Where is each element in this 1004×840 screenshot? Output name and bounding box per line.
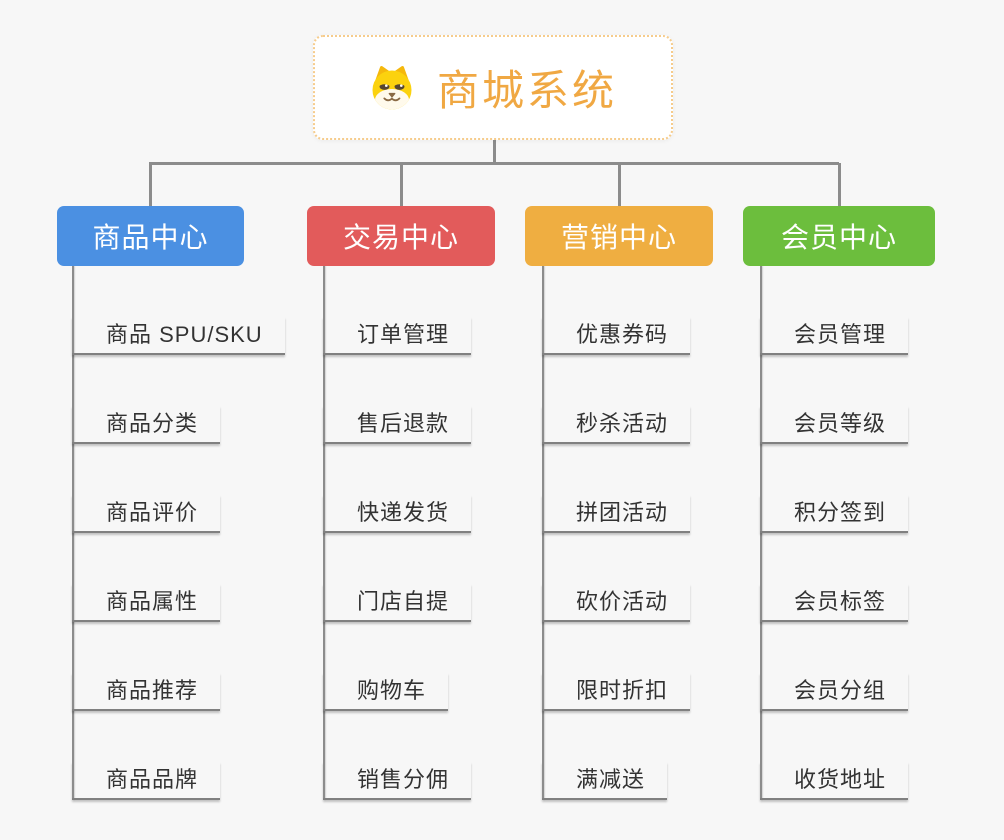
leaf-node-member-group[interactable]: 会员分组 [760,673,909,711]
connector-trunk-member [760,266,762,800]
leaf-node-product-attribute[interactable]: 商品属性 [72,584,221,622]
leaf-node-shipping-address[interactable]: 收货地址 [760,762,909,800]
leaf-node-order-management[interactable]: 订单管理 [323,317,472,355]
leaf-node-member-management[interactable]: 会员管理 [760,317,909,355]
branch-node-member-center[interactable]: 会员中心 [743,206,935,266]
branch-node-marketing-center[interactable]: 营销中心 [525,206,713,266]
leaf-node-spend-and-save[interactable]: 满减送 [542,762,668,800]
leaf-node-express-delivery[interactable]: 快递发货 [323,495,472,533]
dog-face-icon [369,65,415,111]
leaf-node-product-category[interactable]: 商品分类 [72,406,221,444]
leaf-node-flash-sale[interactable]: 秒杀活动 [542,406,691,444]
leaf-node-product-spu-sku[interactable]: 商品 SPU/SKU [72,317,285,355]
leaf-node-points-checkin[interactable]: 积分签到 [760,495,909,533]
leaf-node-sales-commission[interactable]: 销售分佣 [323,762,472,800]
leaf-node-limited-time-discount[interactable]: 限时折扣 [542,673,691,711]
leaf-node-product-brand[interactable]: 商品品牌 [72,762,221,800]
leaf-node-aftersale-refund[interactable]: 售后退款 [323,406,472,444]
leaf-node-coupon-code[interactable]: 优惠券码 [542,317,691,355]
root-title: 商城系统 [436,67,617,114]
branch-node-trade-center[interactable]: 交易中心 [307,206,495,266]
leaf-node-group-buy[interactable]: 拼团活动 [542,495,691,533]
connector-trunk-trade [323,266,325,800]
connector-stem-product [149,163,152,206]
connector-stem-marketing [618,163,621,206]
leaf-node-store-pickup[interactable]: 门店自提 [323,584,472,622]
leaf-node-product-review[interactable]: 商品评价 [72,495,221,533]
leaf-node-product-recommend[interactable]: 商品推荐 [72,673,221,711]
leaf-node-member-tag[interactable]: 会员标签 [760,584,909,622]
leaf-node-shopping-cart[interactable]: 购物车 [323,673,449,711]
branch-node-product-center[interactable]: 商品中心 [57,206,244,266]
connector-trunk-marketing [542,266,544,800]
root-node[interactable]: 商城系统 [313,35,673,140]
connector-bus [149,162,839,165]
leaf-node-member-level[interactable]: 会员等级 [760,406,909,444]
leaf-node-bargain-activity[interactable]: 砍价活动 [542,584,691,622]
connector-trunk-product [72,266,74,800]
connector-stem-member [838,163,841,206]
connector-root-stem [493,140,496,163]
connector-stem-trade [400,163,403,206]
